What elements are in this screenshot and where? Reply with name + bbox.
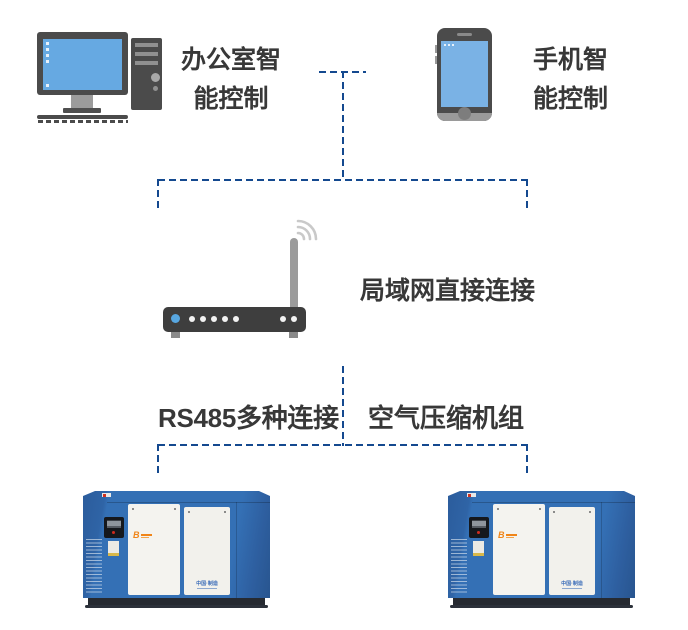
phone-side-button: [435, 56, 437, 64]
connector-lower-horizontal: [158, 444, 527, 446]
router-antenna: [290, 238, 298, 308]
phone-label-line1: 手机智: [532, 46, 608, 74]
control-display: [472, 520, 486, 528]
router-led: [280, 316, 286, 322]
panel-caption: 中国·制造: [561, 581, 583, 587]
brand-logo-letter: B: [133, 530, 140, 540]
tower-power-button: [151, 73, 160, 82]
cabinet-seam: [107, 502, 270, 503]
cabinet-seam: [601, 502, 602, 598]
front-panel-left: B: [493, 504, 545, 595]
tower-slot: [135, 52, 158, 56]
front-panel-right: 中国·制造: [549, 507, 595, 595]
panel-caption: 中国·制造: [196, 581, 218, 587]
brand-logo-text: [505, 533, 517, 538]
phone-label: 手机智 能控制: [508, 41, 633, 119]
phone-side-button: [435, 45, 437, 53]
compressor-base-lip: [450, 605, 633, 608]
computer-label: 办公室智 能控制: [167, 41, 295, 119]
desktop-computer-icon: [37, 32, 163, 124]
monitor-icon: [37, 32, 128, 95]
cabinet-seam: [236, 502, 237, 598]
router-led-power: [171, 314, 180, 323]
screw: [174, 508, 176, 510]
air-compressor-left: B 中国·制造: [83, 491, 270, 611]
router-led: [233, 316, 239, 322]
connector-middle-vertical: [342, 366, 344, 446]
top-logo-red: [468, 493, 471, 497]
screw: [589, 511, 591, 513]
connector-upper-right-drop: [526, 179, 528, 210]
screw: [132, 508, 134, 510]
emergency-button: [477, 531, 480, 534]
router-led: [200, 316, 206, 322]
computer-label-line2: 能控制: [193, 85, 269, 113]
router-led: [189, 316, 195, 322]
screw: [497, 508, 499, 510]
keyboard-icon: [37, 115, 128, 119]
monitor-screen: [43, 39, 122, 90]
brand-logo-letter: B: [498, 530, 505, 540]
monitor-stand-base: [63, 108, 101, 113]
connector-top-vertical: [342, 71, 344, 181]
monitor-stand: [71, 95, 93, 108]
control-panel: [469, 517, 489, 538]
door-tag: [473, 541, 484, 556]
screw: [188, 511, 190, 513]
door-tag-strip: [473, 553, 484, 556]
compressor-group-label: 空气压缩机组: [368, 403, 525, 433]
control-panel: [104, 517, 124, 538]
door-tag-strip: [108, 553, 119, 556]
rs485-label: RS485多种连接: [158, 403, 339, 433]
emergency-button: [112, 531, 115, 534]
router-icon: [163, 215, 323, 340]
control-display: [107, 520, 121, 528]
screen-icons: [46, 42, 49, 45]
brand-logo: B: [498, 531, 517, 540]
door-tag: [108, 541, 119, 556]
router-label: 局域网直接连接: [360, 277, 536, 305]
tower-slot: [135, 61, 158, 65]
compressor-base-lip: [85, 605, 268, 608]
phone-statusbar-dots: [444, 44, 446, 46]
connector-lower-left-drop: [157, 444, 159, 477]
connector-upper-horizontal: [158, 179, 527, 181]
router-led: [291, 316, 297, 322]
phone-label-line2: 能控制: [532, 85, 608, 113]
wifi-signal-icon: [296, 219, 318, 241]
top-logo-mark: [467, 493, 476, 497]
router-foot: [289, 332, 298, 338]
top-logo-mark: [102, 493, 111, 497]
tower-led: [153, 86, 158, 91]
vent-grille: [451, 539, 467, 593]
compressor-base: [88, 598, 265, 607]
computer-tower-icon: [131, 38, 162, 110]
cabinet-seam: [472, 502, 635, 503]
phone-speaker: [457, 33, 472, 36]
panel-caption-line: [562, 588, 582, 589]
top-logo-red: [103, 493, 106, 497]
phone-home-button: [458, 107, 471, 120]
panel-caption-line: [197, 588, 217, 589]
brand-logo: B: [133, 531, 152, 540]
keyboard-keys: [38, 120, 128, 123]
front-panel-left: B: [128, 504, 180, 595]
compressor-base: [453, 598, 630, 607]
vent-grille: [86, 539, 102, 593]
connector-lower-right-drop: [526, 444, 528, 477]
connector-upper-left-drop: [157, 179, 159, 210]
phone-screen: [441, 41, 488, 107]
tower-slot: [135, 43, 158, 47]
smartphone-icon: [435, 28, 495, 122]
computer-label-line1: 办公室智: [180, 46, 281, 74]
router-led: [222, 316, 228, 322]
air-compressor-right: B 中国·制造: [448, 491, 635, 611]
router-foot: [171, 332, 180, 338]
screw: [224, 511, 226, 513]
router-led: [211, 316, 217, 322]
screw: [539, 508, 541, 510]
front-panel-right: 中国·制造: [184, 507, 230, 595]
brand-logo-text: [140, 533, 152, 538]
screw: [553, 511, 555, 513]
